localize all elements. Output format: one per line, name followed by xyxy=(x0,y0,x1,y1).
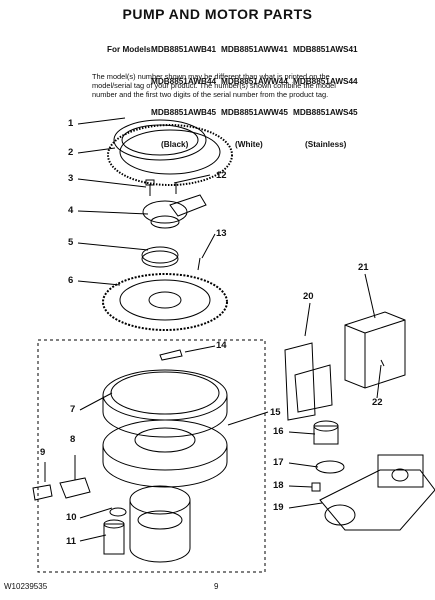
model-list: For Models: MDB8851AWB41 MDB8851AWW41 MD… xyxy=(107,24,365,161)
model-number: MDB8851AWS44 xyxy=(293,76,358,86)
callout-15: 15 xyxy=(270,407,281,418)
callout-17: 17 xyxy=(273,457,284,468)
callout-22: 22 xyxy=(372,397,383,408)
callout-6: 6 xyxy=(68,275,74,286)
model-number: MDB8851AWB44 xyxy=(151,76,217,86)
callout-11: 11 xyxy=(66,536,77,547)
model-number: MDB8851AWB41 xyxy=(151,45,217,54)
callout-16: 16 xyxy=(273,426,284,437)
model-number: MDB8851AWW45 xyxy=(221,108,288,117)
callout-20: 20 xyxy=(303,291,314,302)
callout-3: 3 xyxy=(68,173,74,184)
page-title: PUMP AND MOTOR PARTS xyxy=(122,6,313,22)
model-number: MDB8851AWW44 xyxy=(221,76,288,86)
doc-number: W10239535 xyxy=(4,582,48,591)
callout-10: 10 xyxy=(66,512,77,523)
callout-5: 5 xyxy=(68,237,74,248)
callout-9: 9 xyxy=(40,447,46,458)
model-note: The model(s) number shown may be differe… xyxy=(92,72,336,99)
model-number: MDB8851AWS41 xyxy=(293,45,358,54)
callout-4: 4 xyxy=(68,205,74,216)
color-white: (White) xyxy=(235,139,263,149)
callout-2: 2 xyxy=(68,147,74,158)
model-number: MDB8851AWB45 xyxy=(151,108,217,117)
callout-8: 8 xyxy=(70,434,76,445)
callout-14: 14 xyxy=(216,340,227,351)
callout-21: 21 xyxy=(358,262,369,273)
callout-7: 7 xyxy=(70,404,76,415)
model-number: MDB8851AWS45 xyxy=(293,108,358,117)
color-stainless: (Stainless) xyxy=(305,139,347,149)
callout-1: 1 xyxy=(68,118,74,129)
model-number: MDB8851AWW41 xyxy=(221,45,288,54)
callout-19: 19 xyxy=(273,502,284,513)
color-black: (Black) xyxy=(161,139,189,149)
page-number: 9 xyxy=(214,582,219,591)
callout-18: 18 xyxy=(273,480,284,491)
callout-13: 13 xyxy=(216,228,227,239)
callout-12: 12 xyxy=(216,170,227,181)
models-prefix: For Models: xyxy=(107,45,154,54)
